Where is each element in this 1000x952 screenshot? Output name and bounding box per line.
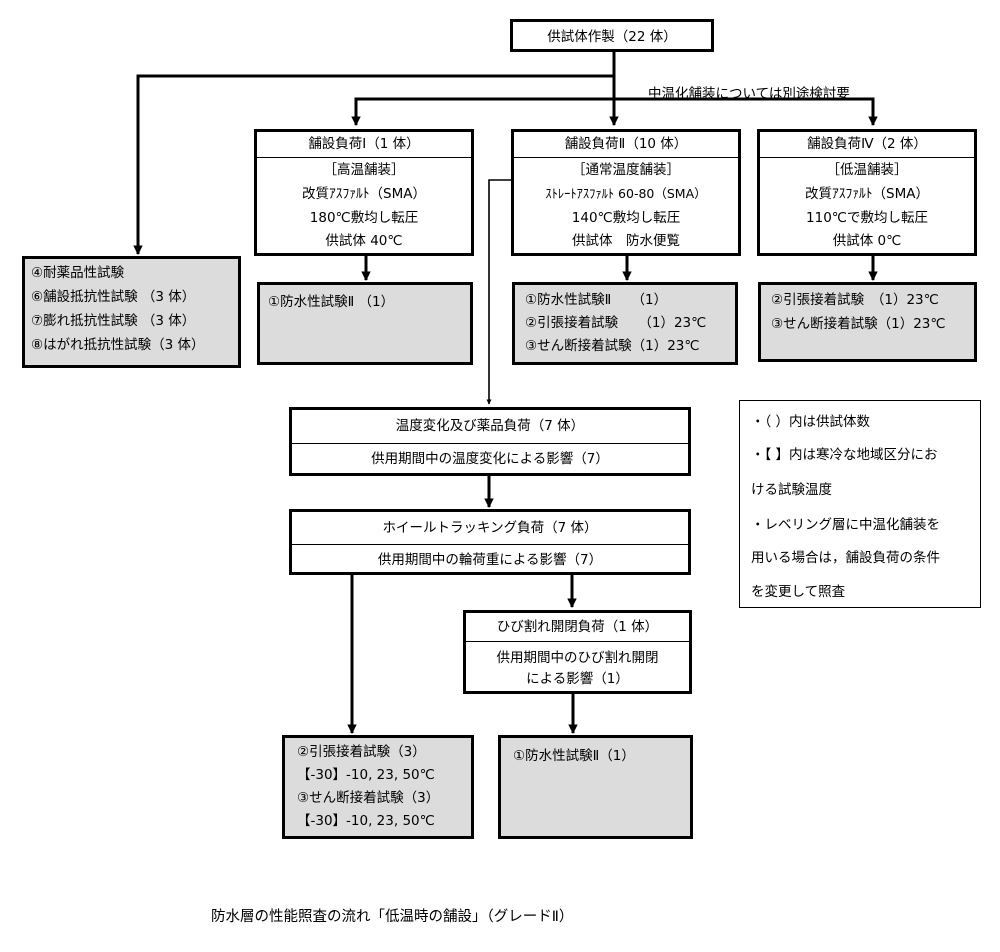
paving-load-ii-line: ｽﾄﾚｰﾄｱｽﾌｧﾙﾄ 60-80（SMA） [545, 186, 707, 201]
wheel-tracking-line: 供用期間中の輪荷重による影響（7） [377, 552, 603, 568]
test-item: ⑥舗設抵抗性試験 （3 体） [31, 289, 196, 305]
tests-crack-box: ①防水性試験Ⅱ（1） [498, 735, 693, 839]
temperature-change-box: 温度変化及び薬品負荷（7 体） 供用期間中の温度変化による影響（7） [289, 407, 691, 476]
test-item: ②引張接着試験 （1）23℃ [525, 315, 707, 331]
mid-temp-note: 中温化舗装については別途検討要 [648, 86, 850, 102]
paving-load-i-box: 舗設負荷Ⅰ（1 体） ［高温舗装］ 改質ｱｽﾌｧﾙﾄ（SMA） 180℃敷均し転… [254, 129, 474, 256]
legend-line: を変更して照査 [751, 584, 846, 600]
paving-load-i-line: 供試体 40℃ [325, 233, 403, 249]
test-item: ②引張接着試験 （1）23℃ [771, 292, 939, 308]
left-tests-box: ④耐薬品性試験 ⑥舗設抵抗性試験 （3 体） ⑦膨れ抵抗性試験 （3 体） ⑧は… [22, 256, 241, 368]
crack-load-header: ひび割れ開閉負荷（1 体） [466, 613, 689, 642]
legend-box: ・（ ）内は供試体数 ・【 】内は寒冷な地域区分にお ける試験温度 ・レベリング… [739, 400, 981, 608]
tests-load-iv-box: ②引張接着試験 （1）23℃ ③せん断接着試験（1）23℃ [758, 282, 977, 362]
tests-load-i-box: ①防水性試験Ⅱ （1） [257, 282, 473, 365]
paving-load-i-line: ［高温舗装］ [323, 162, 405, 178]
test-item: 【-30】-10, 23, 50℃ [297, 767, 435, 783]
paving-load-iv-box: 舗設負荷Ⅳ（2 体） ［低温舗装］ 改質ｱｽﾌｧﾙﾄ（SMA） 110℃で敷均し… [757, 129, 977, 256]
legend-line: ける試験温度 [751, 482, 832, 498]
legend-line: ・（ ）内は供試体数 [751, 414, 871, 430]
legend-line: ・レベリング層に中温化舗装を [751, 517, 940, 533]
legend-line: 用いる場合は，舗設負荷の条件 [751, 550, 940, 566]
wheel-tracking-header: ホイールトラッキング負荷（7 体） [292, 512, 688, 545]
figure-caption: 防水層の性能照査の流れ「低温時の舗設」（グレードⅡ） [211, 909, 574, 925]
crack-load-line: による影響（1） [526, 671, 629, 687]
test-item: ⑦膨れ抵抗性試験 （3 体） [31, 313, 196, 329]
test-item: ③せん断接着試験（1）23℃ [771, 316, 946, 332]
paving-load-iv-header: 舗設負荷Ⅳ（2 体） [760, 132, 974, 158]
specimen-preparation-label: 供試体作製（22 体） [547, 29, 677, 45]
test-item: ②引張接着試験（3） [297, 744, 426, 760]
test-item: ④耐薬品性試験 [31, 265, 125, 281]
test-item: ①防水性試験Ⅱ（1） [513, 748, 635, 764]
legend-line: ・【 】内は寒冷な地域区分にお [751, 447, 938, 463]
paving-load-ii-line: 供試体 防水便覧 [572, 233, 680, 249]
test-item: ③せん断接着試験（1）23℃ [525, 338, 700, 354]
paving-load-i-line: 180℃敷均し転圧 [309, 210, 419, 226]
temperature-change-header: 温度変化及び薬品負荷（7 体） [292, 410, 688, 444]
test-item: ①防水性試験Ⅱ （1） [268, 294, 395, 310]
crack-load-box: ひび割れ開閉負荷（1 体） 供用期間中のひび割れ開閉 による影響（1） [463, 610, 692, 694]
paving-load-iv-line: ［低温舗装］ [826, 162, 908, 178]
test-item: 【-30】-10, 23, 50℃ [297, 813, 435, 829]
paving-load-ii-header: 舗設負荷Ⅱ（10 体） [514, 132, 738, 158]
paving-load-iv-line: 供試体 0℃ [832, 233, 902, 249]
test-item: ⑧はがれ抵抗性試験（3 体） [31, 337, 205, 353]
wheel-tracking-box: ホイールトラッキング負荷（7 体） 供用期間中の輪荷重による影響（7） [289, 509, 691, 575]
temperature-change-line: 供用期間中の温度変化による影響（7） [371, 451, 609, 467]
paving-load-i-line: 改質ｱｽﾌｧﾙﾄ（SMA） [302, 186, 426, 202]
connector-load-ii-to-temp [486, 179, 512, 405]
paving-load-i-header: 舗設負荷Ⅰ（1 体） [257, 132, 471, 158]
connector-to-load-i [351, 97, 614, 126]
paving-load-ii-line: ［通常温度舗装］ [572, 162, 680, 178]
test-item: ③せん断接着試験（3） [297, 790, 440, 806]
connector-to-load-iv [614, 97, 878, 126]
paving-load-ii-line: 140℃敷均し転圧 [571, 210, 681, 226]
tests-wheel-box: ②引張接着試験（3） 【-30】-10, 23, 50℃ ③せん断接着試験（3）… [282, 735, 474, 839]
test-item: ①防水性試験Ⅱ （1） [525, 292, 668, 308]
specimen-preparation-box: 供試体作製（22 体） [510, 19, 714, 52]
paving-load-iv-line: 110℃で敷均し転圧 [806, 210, 928, 226]
paving-load-iv-line: 改質ｱｽﾌｧﾙﾄ（SMA） [805, 186, 929, 202]
paving-load-ii-box: 舗設負荷Ⅱ（10 体） ［通常温度舗装］ ｽﾄﾚｰﾄｱｽﾌｧﾙﾄ 60-80（S… [511, 129, 741, 256]
crack-load-line: 供用期間中のひび割れ開閉 [496, 650, 659, 666]
tests-load-ii-box: ①防水性試験Ⅱ （1） ②引張接着試験 （1）23℃ ③せん断接着試験（1）23… [512, 282, 738, 365]
